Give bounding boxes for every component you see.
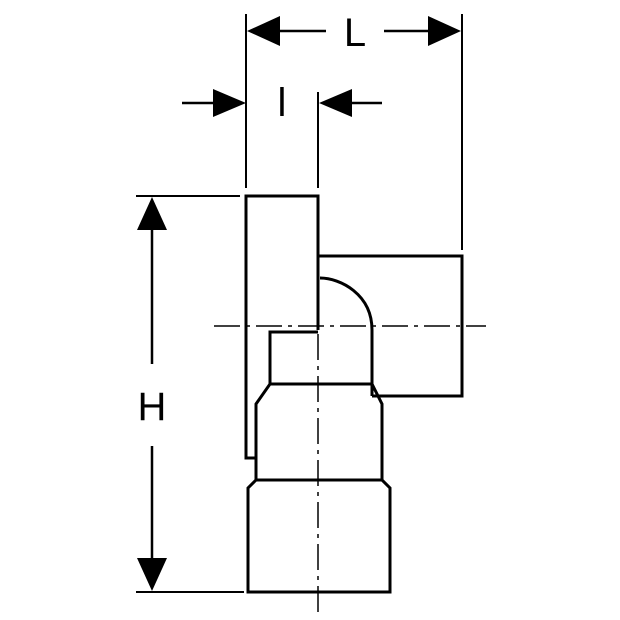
dimension-label-l: L [344, 11, 366, 55]
arrowhead-l-right [428, 16, 461, 46]
dimension-label-h: H [138, 385, 167, 429]
dimension-h: H [136, 195, 244, 593]
horizontal-branch [318, 254, 464, 398]
elbow-bend [319, 276, 374, 396]
dimension-label-insertion: l [278, 81, 287, 125]
arrowhead-insertion-left [213, 89, 246, 117]
dimension-l: L [245, 11, 463, 250]
arrowhead-h-bottom [137, 558, 167, 591]
bottom-coupling [246, 478, 392, 594]
inner-pipe-stub [268, 330, 318, 384]
mounting-plate [244, 194, 320, 460]
arrowhead-insertion-right [319, 89, 352, 117]
center-lines [214, 325, 486, 615]
arrowhead-l-left [247, 16, 280, 46]
elbow-fitting [244, 194, 464, 594]
adapter-section [254, 382, 384, 482]
dimension-insertion: l [182, 81, 382, 188]
arrowhead-h-top [137, 197, 167, 230]
